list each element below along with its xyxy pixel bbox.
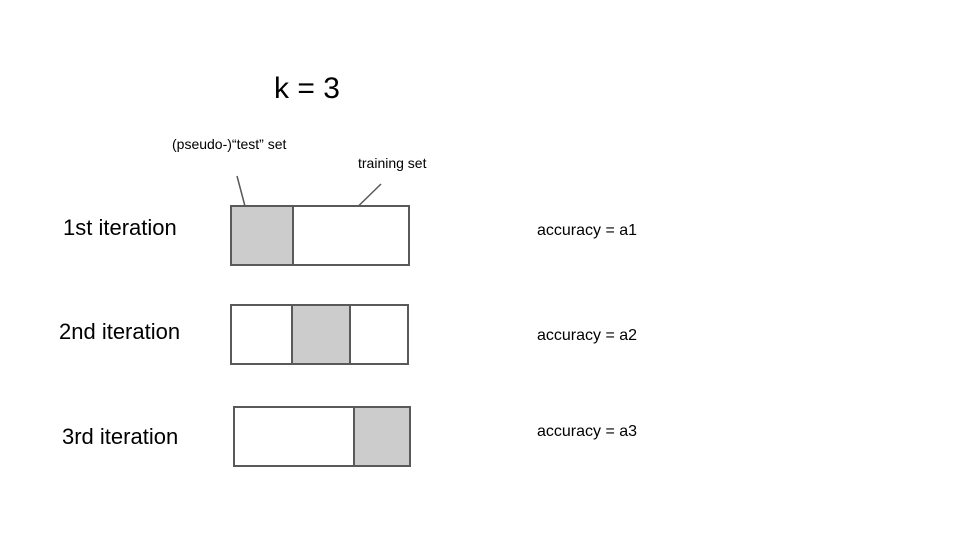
test-fold xyxy=(291,306,349,363)
test-fold xyxy=(232,207,292,264)
training-set-label: training set xyxy=(358,155,427,171)
iteration-2-label: 2nd iteration xyxy=(59,319,181,344)
iteration-1-label: 1st iteration xyxy=(63,215,177,240)
iteration-1-accuracy: accuracy = a1 xyxy=(537,222,638,239)
iteration-3-fold-bar xyxy=(233,406,411,467)
diagram-title: k = 3 xyxy=(274,72,340,105)
test-set-label: (pseudo-)“test” set xyxy=(172,136,287,152)
iteration-2-fold-bar xyxy=(230,304,409,365)
iteration-1-fold-bar xyxy=(230,205,410,266)
iteration-3-label: 3rd iteration xyxy=(62,424,179,449)
training-fold xyxy=(232,306,291,363)
test-fold xyxy=(353,408,409,465)
training-fold xyxy=(349,306,407,363)
training-fold xyxy=(235,408,353,465)
training-fold xyxy=(292,207,408,264)
iteration-2-accuracy: accuracy = a2 xyxy=(537,327,638,344)
iteration-3-accuracy: accuracy = a3 xyxy=(537,423,638,440)
